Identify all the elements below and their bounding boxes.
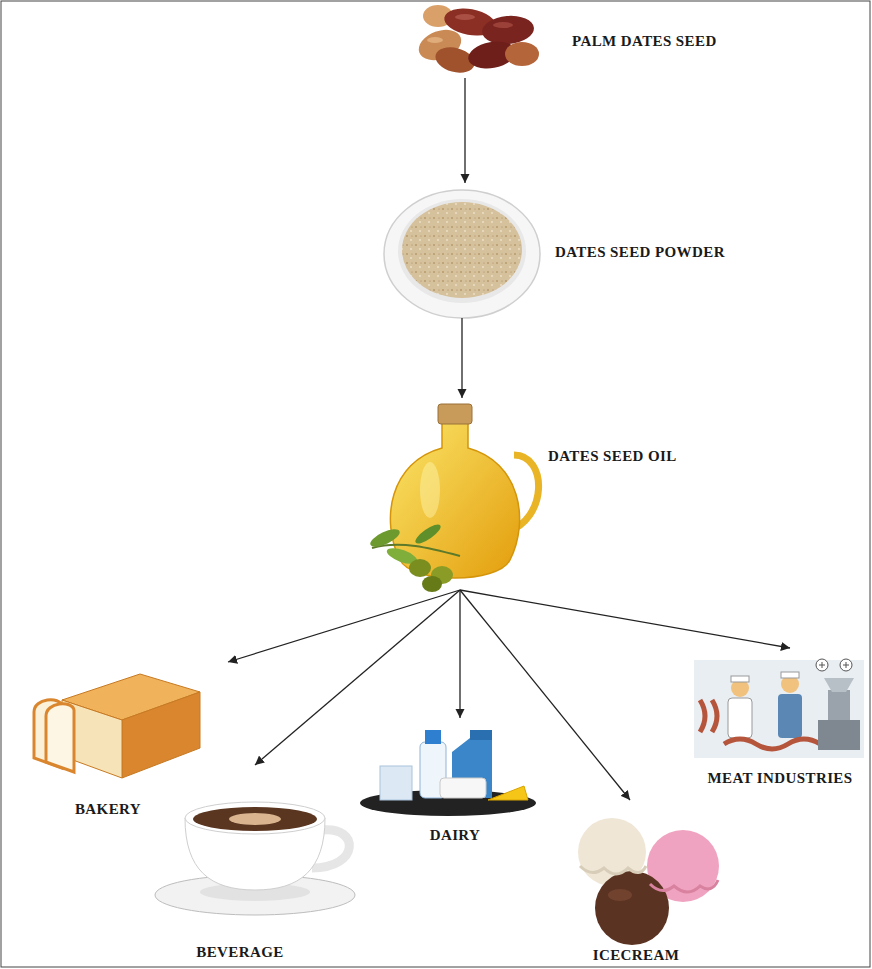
- coffee-cup: [155, 802, 355, 915]
- icecream-picture-part: [595, 871, 669, 945]
- dairy-picture-part: [470, 730, 492, 740]
- coffee-cup-part: [193, 807, 317, 831]
- coffee-cup-part: [229, 813, 281, 825]
- bread-picture-part: [46, 704, 74, 772]
- node-label: DATES SEED OIL: [548, 447, 677, 465]
- node-label: DAIRY: [430, 826, 481, 844]
- oil-jar-part: [413, 521, 443, 546]
- powder-bowl-part: [402, 202, 522, 298]
- meat-industry-picture-part: [816, 659, 828, 671]
- node-label: PALM DATES SEED: [572, 32, 717, 50]
- powder-bowl-part: [398, 199, 526, 303]
- flow-arrow: [464, 78, 465, 183]
- oil-jar-part: [368, 526, 402, 550]
- source-node: PALM DATES SEED: [415, 2, 760, 78]
- flow-arrow: [255, 590, 460, 765]
- flow-arrow: [461, 318, 462, 398]
- meat-industry-picture-part: [694, 660, 864, 758]
- dairy-picture-part: [380, 766, 412, 800]
- meat-industry-picture-part: [819, 662, 825, 668]
- coffee-cup-part: [185, 802, 325, 834]
- powder-bowl-part: [384, 190, 540, 318]
- dates-picture: [415, 5, 539, 77]
- oil-jar-part: [409, 559, 431, 577]
- dairy-picture-part: [425, 730, 441, 744]
- bread-picture-part: [122, 692, 200, 778]
- oil-jar-part: [422, 576, 442, 592]
- application-node: MEAT INDUSTRIES: [688, 648, 868, 793]
- flow-arrow: [460, 590, 790, 648]
- dairy-picture-part: [440, 778, 486, 798]
- oil-node: DATES SEED OIL: [365, 398, 725, 590]
- meat-industry-picture-part: [828, 690, 850, 720]
- oil-jar: [368, 404, 539, 592]
- oil-jar-part: [372, 545, 460, 556]
- node-label: BAKERY: [75, 800, 141, 818]
- icecream-picture-part: [580, 866, 646, 874]
- application-node: BEVERAGE: [150, 765, 362, 965]
- dates-picture-part: [493, 22, 513, 28]
- node-label: BEVERAGE: [196, 943, 283, 961]
- powder-bowl: [384, 190, 540, 318]
- meat-industry-picture-part: [824, 678, 854, 692]
- dates-picture-part: [481, 14, 535, 46]
- meat-industry-picture-part: [731, 676, 749, 682]
- icecream-picture-part: [608, 889, 632, 901]
- meat-industry-picture-part: [843, 662, 849, 668]
- powder-node: DATES SEED POWDER: [380, 183, 800, 318]
- meat-industry-picture-part: [728, 698, 752, 738]
- flow-arrow: [228, 590, 460, 662]
- oil-jar-part: [420, 462, 440, 518]
- flow-arrow: [460, 590, 630, 800]
- dates-picture-part: [455, 14, 475, 20]
- meat-industry-picture-part: [818, 720, 860, 750]
- meat-industry-picture-part: [840, 659, 852, 671]
- node-label: MEAT INDUSTRIES: [707, 769, 852, 787]
- node-label: DATES SEED POWDER: [555, 243, 725, 261]
- dates-picture-part: [427, 37, 443, 43]
- meat-industry-picture: [694, 659, 864, 758]
- bread-picture: [34, 674, 200, 778]
- application-node: ICECREAM: [550, 800, 728, 966]
- icecream-picture-part: [650, 880, 718, 892]
- meat-industry-picture-part: [781, 672, 799, 678]
- icecream-picture: [578, 818, 719, 945]
- flow-arrow: [459, 590, 460, 718]
- dairy-picture-part: [488, 786, 528, 800]
- dates-picture-part: [505, 42, 539, 66]
- meat-industry-picture-part: [724, 739, 820, 749]
- meat-industry-picture-part: [700, 700, 717, 732]
- oil-jar-part: [438, 404, 472, 424]
- application-node: BAKERY: [25, 662, 237, 822]
- application-node: DAIRY: [355, 718, 540, 848]
- meat-industry-picture-part: [778, 694, 802, 738]
- dairy-picture: [360, 730, 536, 816]
- node-label: ICECREAM: [593, 946, 680, 964]
